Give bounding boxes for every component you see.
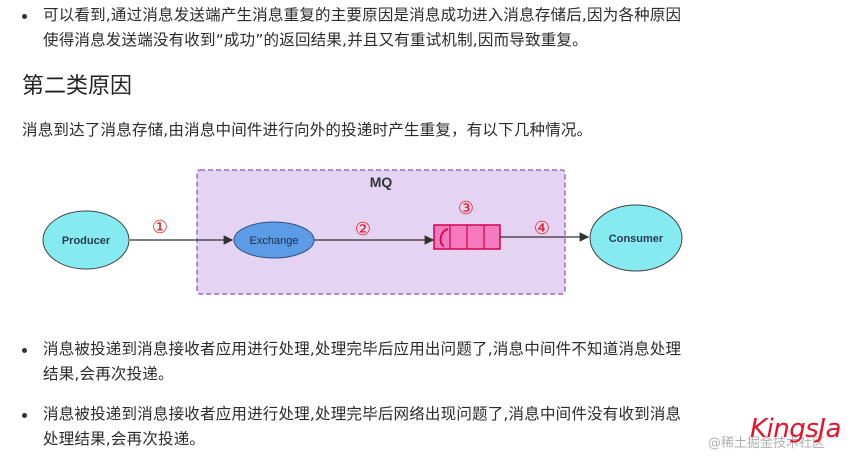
step-4-label: ④ (534, 218, 550, 239)
bullet-dot (22, 348, 27, 353)
consumer-node (589, 204, 683, 272)
bullet-line: 消息被投递到消息接收者应用进行处理,处理完毕后网络出现问题了,消息中间件没有收到… (43, 405, 682, 423)
bullet-line: 消息被投递到消息接收者应用进行处理,处理完毕后应用出问题了,消息中间件不知道消息… (43, 340, 682, 358)
producer-node (42, 210, 130, 270)
mq-label: MQ (370, 174, 393, 190)
bullet-line: 使得消息发送端没有收到“成功”的返回结果,并且又有重试机制,因而导致重复。 (43, 31, 588, 49)
bullet-dot (22, 14, 27, 19)
step-3-label: ③ (458, 198, 474, 219)
section-paragraph: 消息到达了消息存储,由消息中间件进行向外的投递时产生重复，有以下几种情况。 (22, 121, 593, 139)
consumer-label: Consumer (609, 233, 664, 245)
bullet-dot (22, 413, 27, 418)
bullet-text: 消息被投递到消息接收者应用进行处理,处理完毕后应用出问题了,消息中间件不知道消息… (43, 337, 681, 387)
step-1-label: ① (152, 217, 168, 238)
producer-label: Producer (62, 235, 111, 247)
handwritten-signature: KingsJa (750, 414, 841, 444)
bullet-text: 可以看到,通过消息发送端产生消息重复的主要原因是消息成功进入消息存储后,因为各种… (43, 3, 681, 53)
section-heading: 第二类原因 (22, 74, 133, 99)
bullet-text: 消息被投递到消息接收者应用进行处理,处理完毕后网络出现问题了,消息中间件没有收到… (43, 402, 681, 452)
bullet-line: 可以看到,通过消息发送端产生消息重复的主要原因是消息成功进入消息存储后,因为各种… (43, 6, 682, 24)
bullet-line: 处理结果,会再次投递。 (43, 430, 206, 448)
step-2-label: ② (355, 219, 371, 240)
queue-node (433, 224, 501, 250)
bullet-line: 结果,会再次投递。 (43, 365, 174, 383)
mq-container (196, 169, 566, 295)
watermark: @稀土掘金技术社区 KingsJa (690, 412, 863, 456)
mq-flow-diagram: MQ Producer ① Exchange ② ③ ④ Consumer (42, 169, 683, 295)
exchange-label: Exchange (250, 235, 299, 247)
watermark-text: @稀土掘金技术社区 (708, 436, 826, 451)
